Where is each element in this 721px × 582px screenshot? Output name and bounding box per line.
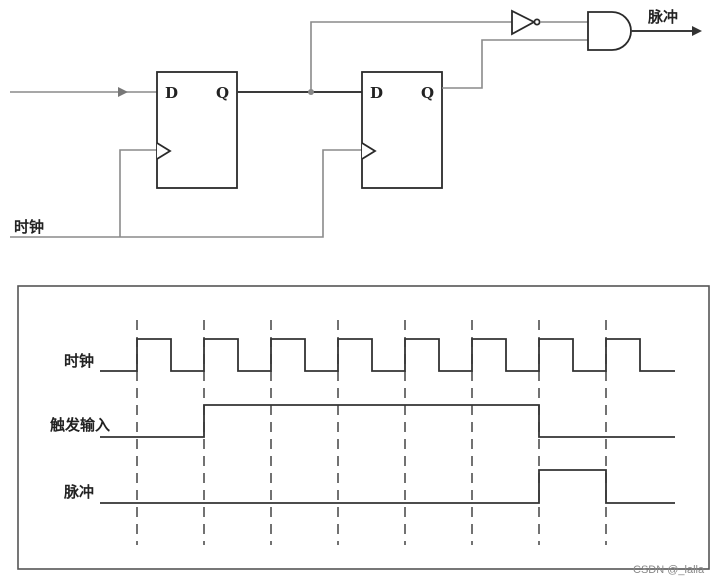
clock-wire-ff1 [119,149,157,237]
ff1-clock-triangle [156,142,172,160]
ff1-d-label: D [165,84,178,102]
flip-flop-1 [156,71,238,189]
ff2-q-label: Q [421,84,434,102]
timing-pulse-label: 脉冲 [63,483,94,501]
output-label: 脉冲 [647,8,678,26]
watermark: CSDN @_lalla [633,564,705,576]
input-arrow-icon [118,87,128,97]
q2-to-and-wire [442,39,588,89]
timing-trigger-label: 触发输入 [50,416,110,434]
circuit-schematic: D Q D Q 脉冲 时钟 [10,8,702,238]
timing-diagram: 时钟 触发输入 脉冲 [17,285,710,570]
clock-waveform [100,338,675,372]
clock-wire-ff2 [10,149,362,238]
pulse-waveform [100,469,675,504]
output-arrow-icon [692,26,702,36]
timing-clock-label: 时钟 [64,352,94,370]
inverter-gate [511,9,536,36]
clock-label: 时钟 [14,218,44,236]
q1-to-inverter-wire [310,21,512,92]
flip-flop-2 [361,71,443,189]
ff2-d-label: D [370,84,383,102]
and-gate [587,11,632,51]
trigger-input-waveform [100,404,675,438]
ff2-clock-triangle [361,142,377,160]
timing-frame [17,285,710,570]
inverter-bubble [533,18,541,26]
ff1-q-label: Q [216,84,229,102]
